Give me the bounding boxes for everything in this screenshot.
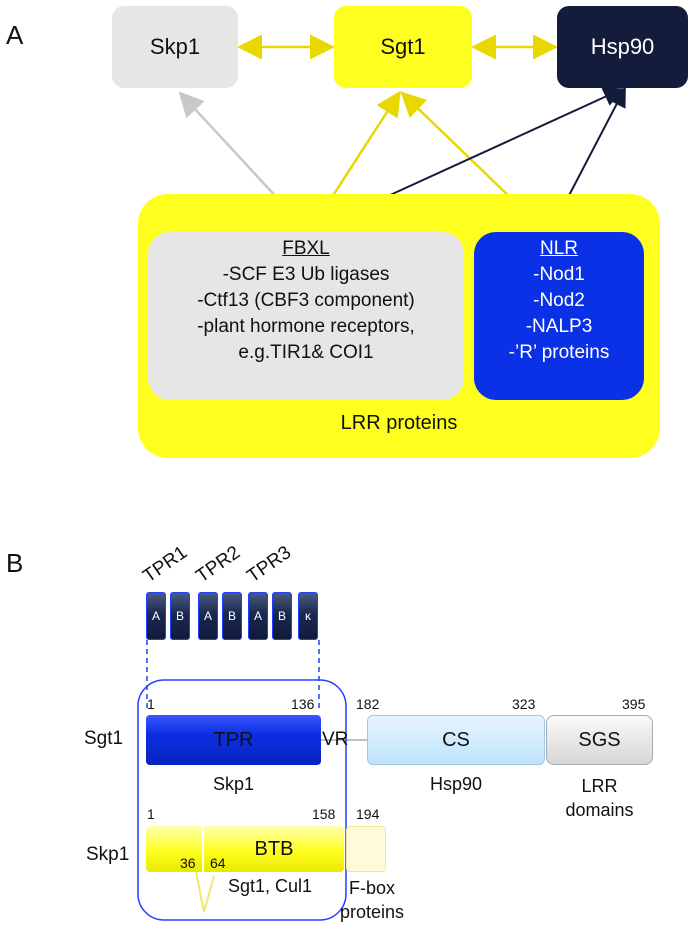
panel-b-label: B xyxy=(6,548,24,578)
btb-domain: BTB xyxy=(204,826,344,872)
sgt1-num-395: 395 xyxy=(622,696,646,712)
skp1-num-64: 64 xyxy=(210,855,226,871)
nlr-line: -Nod2 xyxy=(533,290,585,311)
skp1-num-1: 1 xyxy=(147,806,155,822)
sgt1-num-182: 182 xyxy=(356,696,380,712)
sgs-binding-partner: LRR domains xyxy=(546,774,653,822)
skp1-row-label: Skp1 xyxy=(86,844,130,865)
fbox-binding-line: proteins xyxy=(340,902,405,922)
skp1-node: Skp1 xyxy=(112,6,238,88)
nlr-title: NLR xyxy=(539,238,578,259)
sgs-binding-line: LRR xyxy=(581,776,618,796)
tpr-helix-cell: B xyxy=(170,592,190,640)
nlr-line: -Nod1 xyxy=(533,264,585,285)
cs-binding-partner: Hsp90 xyxy=(429,774,483,794)
vr-region-label: VR xyxy=(322,729,349,750)
btb-binding-partner: Sgt1, Cul1 xyxy=(228,876,313,896)
fbxl-line: -Ctf13 (CBF3 component) xyxy=(197,290,415,311)
nlr-box: NLR -Nod1 -Nod2 -NALP3 -’R’ proteins xyxy=(474,232,644,400)
fbxl-line: -SCF E3 Ub ligases xyxy=(222,264,390,285)
fbxl-line: e.g.TIR1& COI1 xyxy=(238,342,374,363)
skp1-loop xyxy=(195,871,215,913)
hsp90-node: Hsp90 xyxy=(557,6,688,88)
tpr-helix-cell: κ xyxy=(298,592,318,640)
fbxl-box: FBXL -SCF E3 Ub ligases -Ctf13 (CBF3 com… xyxy=(148,232,464,400)
sgt1-num-323: 323 xyxy=(512,696,536,712)
nlr-line: -NALP3 xyxy=(525,316,593,337)
fbox-binding-partner: F-box proteins xyxy=(340,876,404,924)
sgt1-row-label: Sgt1 xyxy=(84,728,124,749)
sgt1-num-1: 1 xyxy=(147,696,155,712)
nlr-line: -’R’ proteins xyxy=(508,342,610,363)
fbox-binding-region xyxy=(346,826,386,872)
fbxl-title: FBXL xyxy=(282,238,330,259)
tpr-helix-cell: B xyxy=(222,592,242,640)
sgt1-num-136: 136 xyxy=(291,696,315,712)
skp1-num-36: 36 xyxy=(180,855,196,871)
sgs-domain: SGS xyxy=(546,715,653,765)
fbox-binding-line: F-box xyxy=(349,878,396,898)
sgs-binding-line: domains xyxy=(565,800,634,820)
cs-domain: CS xyxy=(367,715,545,765)
skp1-num-194: 194 xyxy=(356,806,380,822)
tpr-helix-cell: A xyxy=(248,592,268,640)
tpr-skp1-outline xyxy=(137,679,347,921)
panel-a-label: A xyxy=(6,20,24,50)
sgt1-node: Sgt1 xyxy=(334,6,472,88)
skp1-num-158: 158 xyxy=(312,806,336,822)
tpr-binding-partner: Skp1 xyxy=(212,774,255,794)
btb-segment-n xyxy=(146,826,202,872)
tpr-helix-cell: A xyxy=(198,592,218,640)
fbxl-line: -plant hormone receptors, xyxy=(197,316,415,337)
tpr-helix-cell: A xyxy=(146,592,166,640)
lrr-proteins-label: LRR proteins xyxy=(340,412,458,434)
tpr-helix-cell: B xyxy=(272,592,292,640)
tpr-domain: TPR xyxy=(146,715,321,765)
